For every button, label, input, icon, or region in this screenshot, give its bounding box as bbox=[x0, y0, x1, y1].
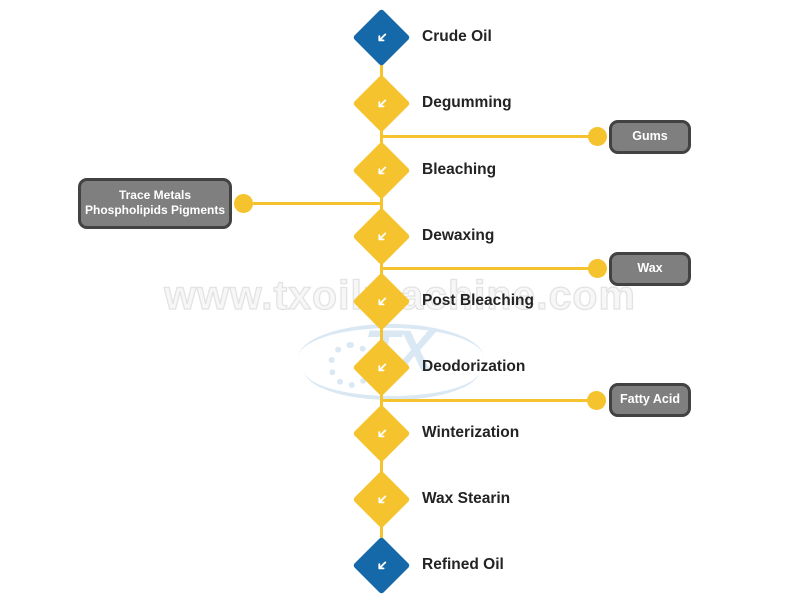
step-label: Crude Oil bbox=[422, 28, 492, 45]
arrow-down-left-icon bbox=[377, 428, 386, 437]
step-diamond bbox=[352, 338, 410, 396]
arrow-down-left-icon bbox=[377, 494, 386, 503]
step-label: Bleaching bbox=[422, 161, 497, 178]
branch-line-wax bbox=[381, 267, 597, 270]
logo-swoosh-shape bbox=[298, 324, 484, 392]
step-label: Degumming bbox=[422, 94, 512, 111]
arrow-down-left-icon bbox=[377, 98, 386, 107]
flow-step-winterization: Winterization bbox=[352, 404, 632, 462]
branch-box-label: Phospholipids Pigments bbox=[84, 203, 225, 217]
arrow-down-left-icon bbox=[377, 231, 386, 240]
step-diamond bbox=[352, 404, 410, 462]
step-label: Wax Stearin bbox=[422, 490, 511, 507]
branch-line-fatty-acid bbox=[381, 398, 596, 402]
step-diamond bbox=[352, 207, 410, 265]
arrow-down-left-icon bbox=[377, 560, 386, 569]
flow-step-post-bleaching: Post Bleaching bbox=[352, 272, 632, 330]
flow-step-bleaching: Bleaching bbox=[352, 141, 632, 199]
branch-line-trace-metals bbox=[243, 201, 381, 205]
step-label: Winterization bbox=[422, 424, 520, 441]
arrow-down-left-icon bbox=[377, 165, 386, 174]
step-label: Post Bleaching bbox=[422, 292, 534, 309]
step-label: Refined Oil bbox=[422, 556, 504, 573]
arrow-down-left-icon bbox=[377, 362, 386, 371]
step-diamond bbox=[352, 470, 410, 528]
flow-step-crude-oil: Crude Oil bbox=[352, 8, 632, 66]
branch-box-fatty-acid: Fatty Acid bbox=[609, 383, 691, 417]
branch-dot-trace-metals bbox=[233, 193, 253, 213]
step-diamond bbox=[352, 8, 410, 66]
flow-step-deodorization: Deodorization bbox=[352, 338, 632, 396]
step-diamond bbox=[352, 272, 410, 330]
flow-step-refined-oil: Refined Oil bbox=[352, 536, 632, 594]
branch-dot-fatty-acid bbox=[587, 390, 606, 410]
branch-box-label: Trace Metals bbox=[118, 188, 192, 202]
branch-dot-gums bbox=[588, 127, 607, 146]
step-diamond bbox=[352, 74, 410, 132]
branch-dot-wax bbox=[588, 259, 607, 278]
branch-line-gums bbox=[381, 135, 597, 138]
flow-step-dewaxing: Dewaxing bbox=[352, 207, 632, 265]
branch-box-label: Gums bbox=[632, 128, 668, 143]
branch-box-trace-metals: Trace Metals Phospholipids Pigments bbox=[78, 177, 232, 229]
branch-box-gums: Gums bbox=[609, 119, 691, 154]
flow-step-degumming: Degumming bbox=[352, 74, 632, 132]
logo-swoosh-shape bbox=[304, 340, 480, 400]
step-diamond bbox=[352, 141, 410, 199]
step-label: Deodorization bbox=[422, 358, 526, 375]
step-label: Dewaxing bbox=[422, 227, 495, 244]
branch-box-wax: Wax bbox=[609, 251, 691, 286]
arrow-down-left-icon bbox=[377, 32, 386, 41]
branch-box-label: Fatty Acid bbox=[620, 392, 680, 407]
arrow-down-left-icon bbox=[377, 296, 386, 305]
branch-box-label: Wax bbox=[637, 260, 663, 275]
step-diamond bbox=[352, 536, 410, 594]
flow-step-wax-stearin: Wax Stearin bbox=[352, 470, 632, 528]
